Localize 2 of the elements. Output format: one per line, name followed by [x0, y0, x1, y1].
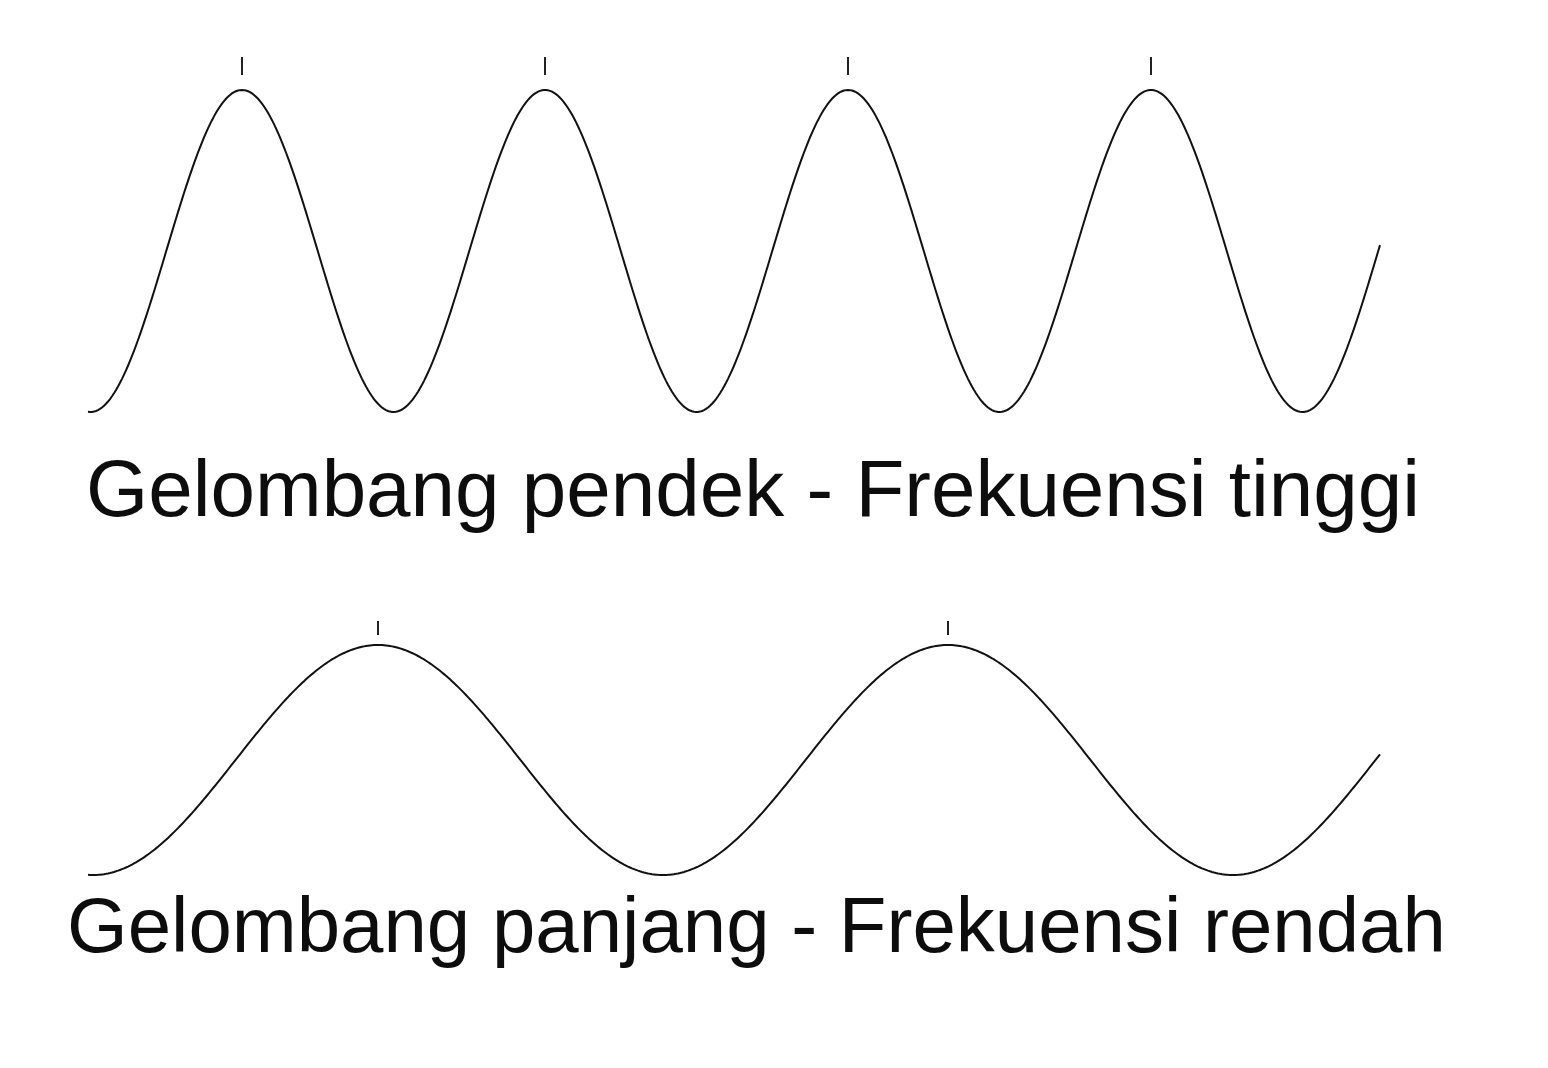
- wave-caption: Gelombang pendek - Frekuensi tinggi: [86, 443, 1421, 535]
- wave-caption: Gelombang panjang - Frekuensi rendah: [67, 881, 1446, 971]
